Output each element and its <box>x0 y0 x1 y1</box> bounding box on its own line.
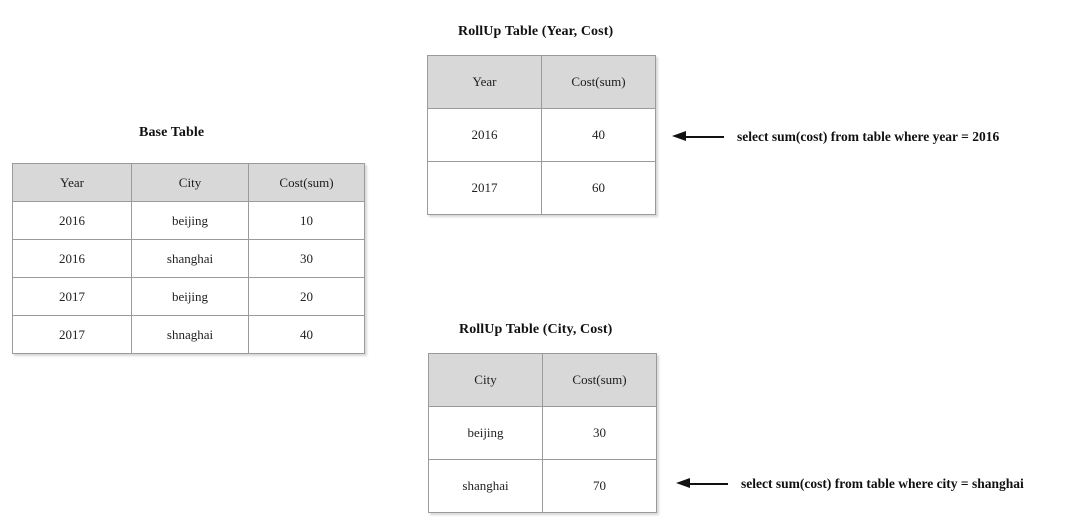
column-header-cost: Cost(sum) <box>542 353 657 407</box>
sql-query-year: select sum(cost) from table where year =… <box>737 129 1000 144</box>
cell-cost: 60 <box>541 161 656 215</box>
cell-year: 2016 <box>427 108 542 162</box>
base-table: Year City Cost(sum) 2016 beijing 10 2016… <box>12 163 365 354</box>
rollup-city-title: RollUp Table (City, Cost) <box>459 322 613 337</box>
table-row: 2017 shnaghai 40 <box>12 315 365 354</box>
cell-year: 2017 <box>12 277 132 316</box>
cell-year: 2017 <box>12 315 132 354</box>
cell-cost: 40 <box>248 315 365 354</box>
cell-cost: 40 <box>541 108 656 162</box>
rollup-year-title: RollUp Table (Year, Cost) <box>458 24 614 39</box>
table-header-row: City Cost(sum) <box>428 353 657 407</box>
cell-cost: 20 <box>248 277 365 316</box>
table-row: 2016 shanghai 30 <box>12 239 365 278</box>
table-row: 2016 40 <box>427 108 656 162</box>
base-table-title: Base Table <box>139 125 205 140</box>
cell-city: shanghai <box>428 459 543 513</box>
table-row: 2017 60 <box>427 161 656 215</box>
column-header-year: Year <box>12 163 132 202</box>
arrow-left-icon <box>676 477 728 491</box>
annotation-year-query: select sum(cost) from table where year =… <box>672 129 999 145</box>
cell-city: beijing <box>428 406 543 460</box>
column-header-year: Year <box>427 55 542 109</box>
rollup-year-table: Year Cost(sum) 2016 40 2017 60 <box>427 55 656 215</box>
cell-city: beijing <box>131 201 249 240</box>
rollup-city-table: City Cost(sum) beijing 30 shanghai 70 <box>428 353 657 513</box>
column-header-cost: Cost(sum) <box>541 55 656 109</box>
cell-cost: 70 <box>542 459 657 513</box>
column-header-city: City <box>131 163 249 202</box>
cell-city: shanghai <box>131 239 249 278</box>
sql-query-city: select sum(cost) from table where city =… <box>741 476 1024 491</box>
annotation-city-query: select sum(cost) from table where city =… <box>676 476 1024 492</box>
cell-cost: 10 <box>248 201 365 240</box>
cell-cost: 30 <box>542 406 657 460</box>
table-row: 2017 beijing 20 <box>12 277 365 316</box>
cell-year: 2016 <box>12 239 132 278</box>
table-header-row: Year Cost(sum) <box>427 55 656 109</box>
table-row: beijing 30 <box>428 406 657 460</box>
cell-year: 2017 <box>427 161 542 215</box>
cell-city: shnaghai <box>131 315 249 354</box>
cell-cost: 30 <box>248 239 365 278</box>
table-row: shanghai 70 <box>428 459 657 513</box>
arrow-left-icon <box>672 130 724 144</box>
column-header-cost: Cost(sum) <box>248 163 365 202</box>
table-row: 2016 beijing 10 <box>12 201 365 240</box>
cell-city: beijing <box>131 277 249 316</box>
column-header-city: City <box>428 353 543 407</box>
cell-year: 2016 <box>12 201 132 240</box>
table-header-row: Year City Cost(sum) <box>12 163 365 202</box>
